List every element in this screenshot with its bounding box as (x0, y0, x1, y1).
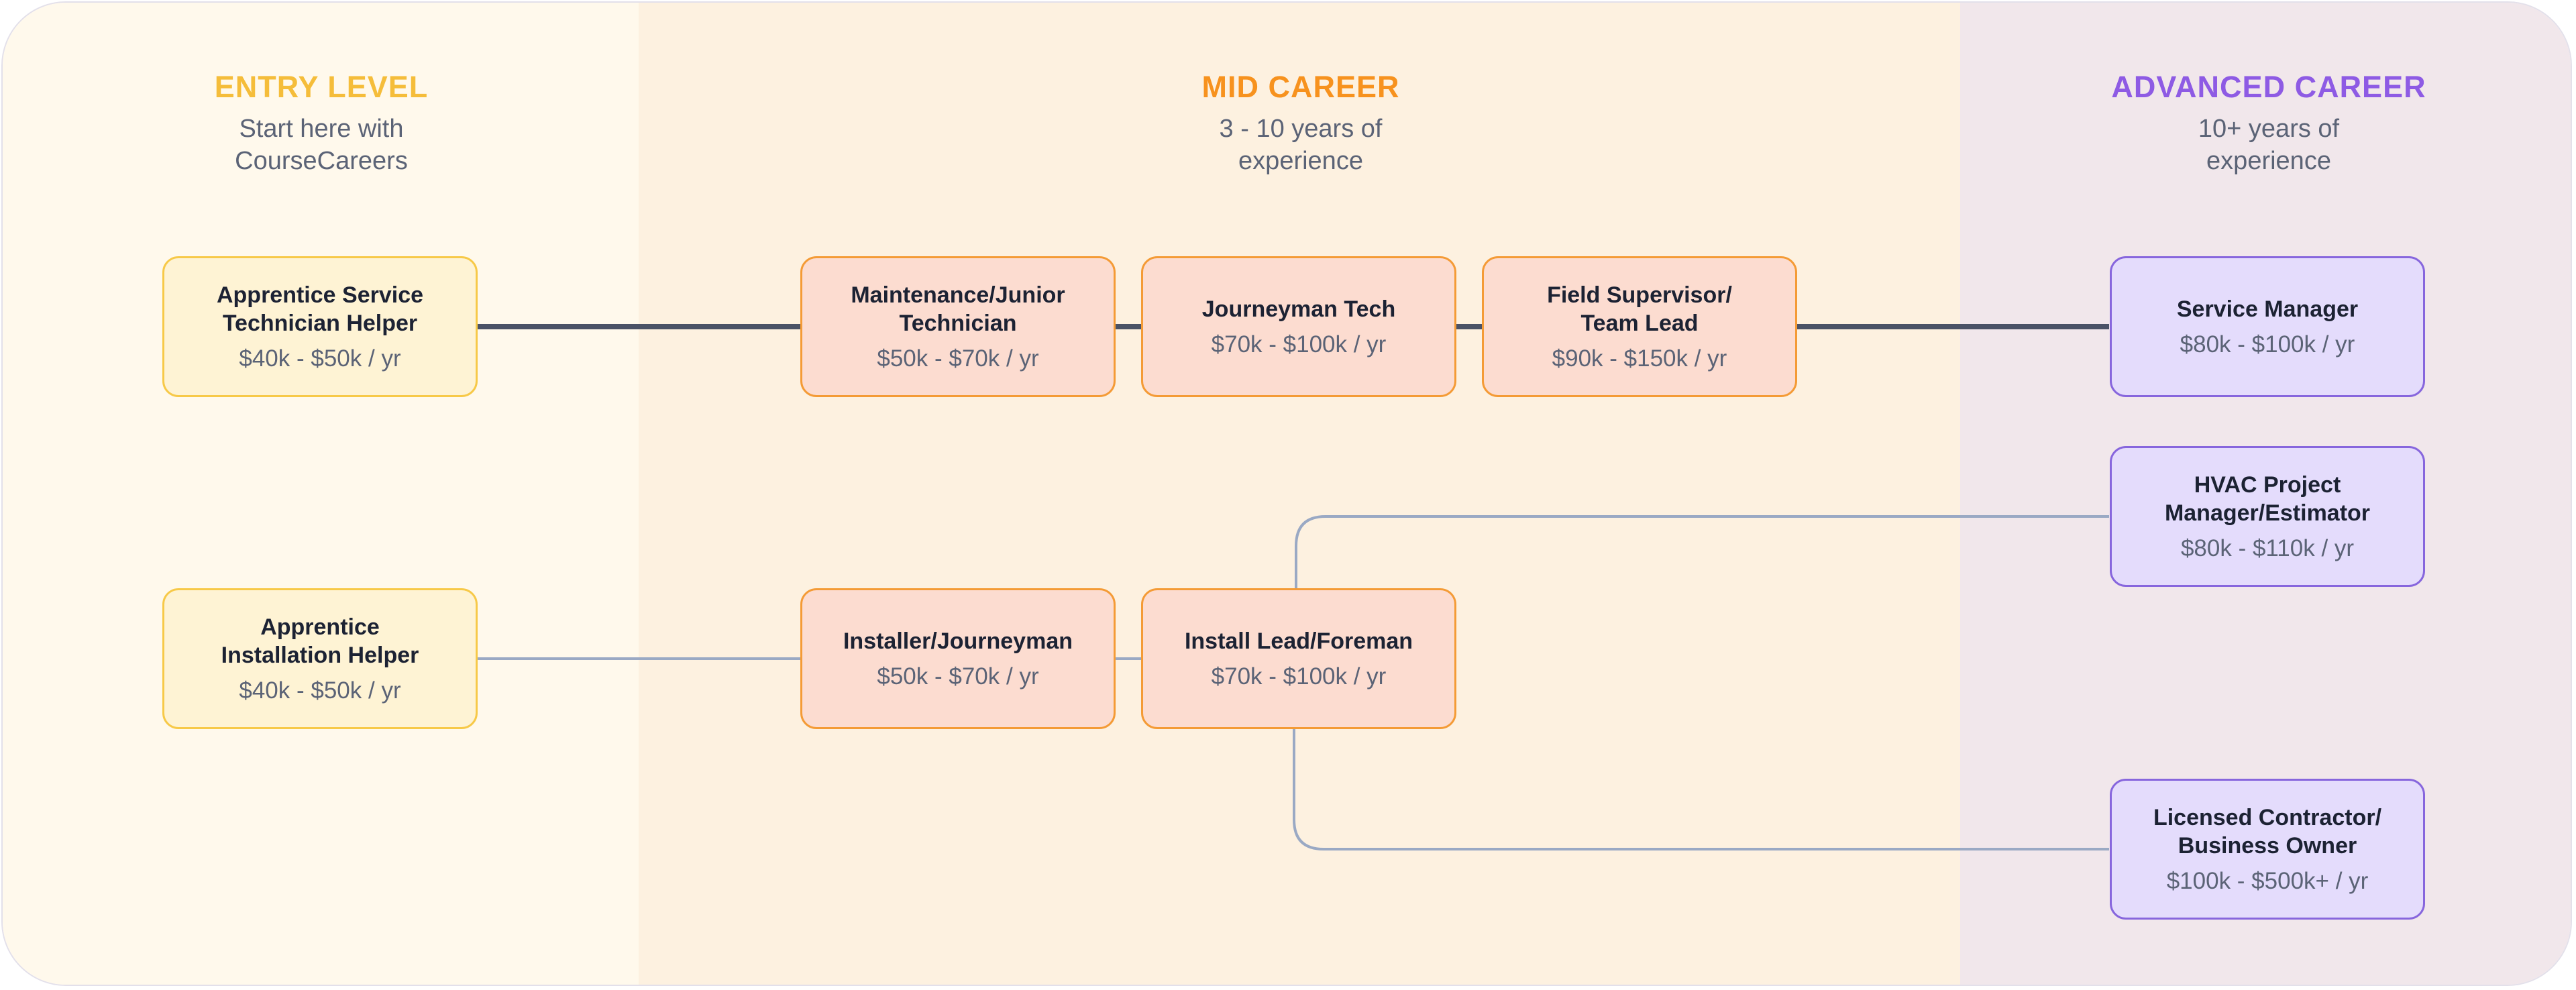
node-title: Install Lead/Foreman (1184, 628, 1413, 654)
entry-level-header: ENTRY LEVEL Start here with CourseCareer… (87, 70, 556, 177)
node-licensed-contractor-business-owner: Licensed Contractor/ Business Owner $100… (2110, 779, 2425, 920)
node-field-supervisor-team-lead: Field Supervisor/ Team Lead $90k - $150k… (1482, 256, 1797, 397)
mid-career-title: MID CAREER (1201, 70, 1400, 104)
node-apprentice-service-technician-helper: Apprentice Service Technician Helper $40… (162, 256, 478, 397)
node-salary: $50k - $70k / yr (877, 663, 1039, 690)
node-journeyman-tech: Journeyman Tech $70k - $100k / yr (1141, 256, 1456, 397)
node-title: HVAC Project Manager/Estimator (2164, 472, 2371, 526)
node-title: Service Manager (2176, 296, 2359, 322)
node-title: Maintenance/Junior Technician (851, 282, 1065, 336)
node-installer-journeyman: Installer/Journeyman $50k - $70k / yr (800, 588, 1116, 729)
node-title: Apprentice Installation Helper (221, 614, 419, 668)
node-salary: $90k - $150k / yr (1552, 345, 1727, 372)
entry-level-title: ENTRY LEVEL (214, 70, 429, 104)
node-hvac-project-manager-estimator: HVAC Project Manager/Estimator $80k - $1… (2110, 446, 2425, 587)
advanced-career-subtitle: 10+ years of experience (2198, 115, 2340, 175)
node-salary: $80k - $110k / yr (2180, 535, 2355, 561)
branch-to-project-manager (1295, 515, 2109, 592)
node-maintenance-junior-technician: Maintenance/Junior Technician $50k - $70… (800, 256, 1116, 397)
node-apprentice-installation-helper: Apprentice Installation Helper $40k - $5… (162, 588, 478, 729)
node-title: Field Supervisor/ Team Lead (1547, 282, 1732, 336)
node-title: Licensed Contractor/ Business Owner (2153, 805, 2382, 859)
branch-to-licensed-contractor (1293, 729, 2109, 850)
mid-career-band (639, 3, 1960, 985)
entry-level-subtitle: Start here with CourseCareers (235, 115, 408, 175)
node-salary: $40k - $50k / yr (239, 345, 401, 372)
node-salary: $50k - $70k / yr (877, 345, 1039, 372)
advanced-career-title: ADVANCED CAREER (2111, 70, 2426, 104)
advanced-career-header: ADVANCED CAREER 10+ years of experience (2034, 70, 2504, 177)
node-install-lead-foreman: Install Lead/Foreman $70k - $100k / yr (1141, 588, 1456, 729)
mid-career-header: MID CAREER 3 - 10 years of experience (1066, 70, 1536, 177)
node-salary: $100k - $500k+ / yr (2166, 868, 2369, 894)
node-title: Installer/Journeyman (843, 628, 1073, 654)
node-service-manager: Service Manager $80k - $100k / yr (2110, 256, 2425, 397)
node-salary: $40k - $50k / yr (239, 677, 401, 704)
node-title: Journeyman Tech (1201, 296, 1396, 322)
node-title: Apprentice Service Technician Helper (216, 282, 424, 336)
node-salary: $80k - $100k / yr (2180, 331, 2355, 358)
node-salary: $70k - $100k / yr (1211, 331, 1387, 358)
mid-career-subtitle: 3 - 10 years of experience (1219, 115, 1383, 175)
node-salary: $70k - $100k / yr (1211, 663, 1387, 690)
entry-level-band (3, 3, 639, 985)
